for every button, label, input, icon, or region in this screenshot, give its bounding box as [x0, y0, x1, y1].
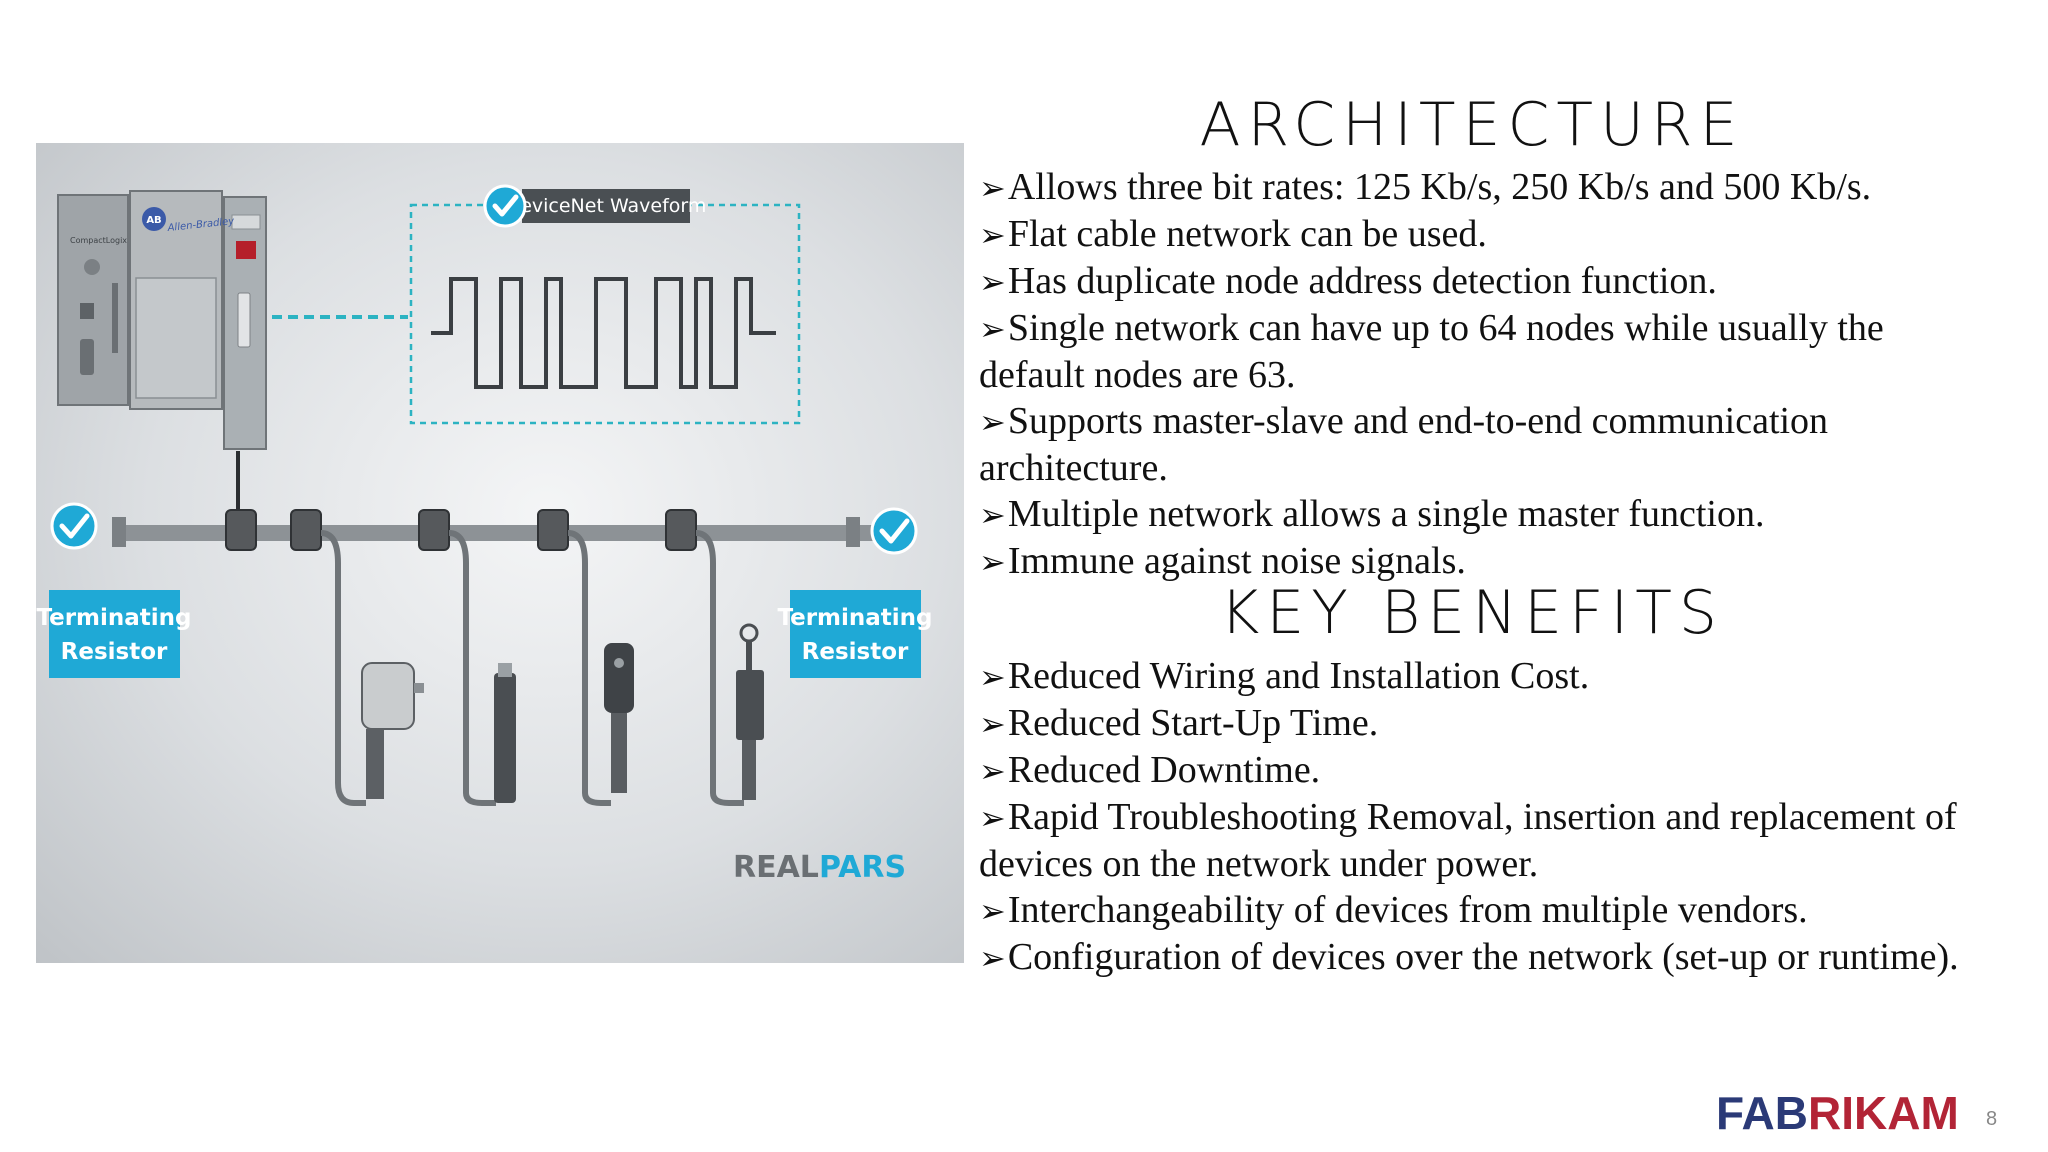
key-benefits-bullet-text: Reduced Downtime.	[1007, 749, 1321, 791]
arrow-bullet-icon: ➢	[979, 310, 1006, 348]
architecture-bullet-list: ➢Allows three bit rates: 125 Kb/s, 250 K…	[979, 164, 1959, 585]
waveform-label: DeviceNet Waveform	[506, 195, 707, 217]
arrow-bullet-icon: ➢	[979, 216, 1006, 254]
key-benefits-bullet-list: ➢Reduced Wiring and Installation Cost.➢R…	[979, 653, 1959, 981]
watermark-part-b: PARS	[819, 850, 906, 885]
key-benefits-bullet-text: Reduced Wiring and Installation Cost.	[1007, 655, 1590, 697]
key-benefits-bullet-text: Reduced Start-Up Time.	[1007, 702, 1379, 744]
plc-badge-text: AB	[146, 215, 161, 226]
trunk-end-right	[846, 517, 860, 547]
terminator-left-line1: Terminating	[36, 605, 191, 631]
key-benefits-bullet-item: ➢Interchangeability of devices from mult…	[979, 887, 1959, 934]
key-benefits-bullet-item: ➢Reduced Start-Up Time.	[979, 700, 1959, 747]
architecture-bullet-text: Immune against noise signals.	[1007, 540, 1466, 582]
waveform-panel: DeviceNet Waveform	[409, 184, 801, 425]
arrow-bullet-icon: ➢	[979, 799, 1006, 837]
arrow-bullet-icon: ➢	[979, 752, 1006, 790]
terminating-resistor-right: Terminating Resistor	[777, 507, 933, 678]
page-number: 8	[1986, 1108, 1998, 1130]
architecture-bullet-text: Multiple network allows a single master …	[1007, 493, 1765, 535]
architecture-bullet-text: Flat cable network can be used.	[1007, 213, 1487, 255]
arrow-bullet-icon: ➢	[979, 496, 1006, 534]
architecture-bullet-item: ➢Single network can have up to 64 nodes …	[979, 305, 1959, 398]
plc-controller: AB Allen-Bradley CompactLogix	[57, 190, 267, 450]
arrow-bullet-icon: ➢	[979, 169, 1006, 207]
devicenet-diagram-svg: AB Allen-Bradley CompactLogix DeviceNet …	[36, 184, 933, 885]
limit-switch-device	[736, 623, 764, 800]
check-icon	[870, 507, 918, 555]
fabrikam-logo: FABRIKAM	[1716, 1086, 1959, 1140]
key-benefits-bullet-text: Interchangeability of devices from multi…	[1007, 889, 1808, 931]
key-benefits-bullet-item: ➢Reduced Wiring and Installation Cost.	[979, 653, 1959, 700]
architecture-bullet-text: Allows three bit rates: 125 Kb/s, 250 Kb…	[1007, 166, 1872, 208]
trunk-end-left	[112, 517, 126, 547]
waveform-label-box	[522, 189, 690, 223]
key-benefits-bullet-item: ➢Configuration of devices over the netwo…	[979, 934, 1959, 981]
rotary-encoder-device	[361, 662, 424, 799]
logo-part-2: RIKAM	[1808, 1087, 1959, 1139]
architecture-heading: ARCHITECTURE	[1199, 90, 1745, 160]
plc-model-text: CompactLogix	[70, 236, 127, 245]
key-benefits-bullet-item: ➢Rapid Troubleshooting Removal, insertio…	[979, 794, 1959, 887]
devicenet-waveform	[431, 277, 776, 389]
architecture-bullet-item: ➢Flat cable network can be used.	[979, 211, 1959, 258]
key-benefits-heading: KEY BENEFITS	[1220, 578, 1724, 648]
photoelectric-sensor-device	[604, 643, 634, 793]
architecture-bullet-item: ➢Supports master-slave and end-to-end co…	[979, 398, 1959, 491]
tap-connectors	[225, 509, 697, 551]
arrow-bullet-icon: ➢	[979, 705, 1006, 743]
key-benefits-bullet-text: Rapid Troubleshooting Removal, insertion…	[979, 796, 1957, 885]
arrow-bullet-icon: ➢	[979, 939, 1006, 977]
architecture-bullet-text: Single network can have up to 64 nodes w…	[979, 307, 1884, 396]
check-icon	[483, 184, 527, 228]
architecture-bullet-text: Has duplicate node address detection fun…	[1007, 260, 1717, 302]
architecture-bullet-item: ➢Multiple network allows a single master…	[979, 491, 1959, 538]
terminating-resistor-left: Terminating Resistor	[36, 502, 192, 678]
arrow-bullet-icon: ➢	[979, 403, 1006, 441]
arrow-bullet-icon: ➢	[979, 543, 1006, 581]
arrow-bullet-icon: ➢	[979, 263, 1006, 301]
device-drop-cables	[320, 530, 744, 806]
key-benefits-bullet-text: Configuration of devices over the networ…	[1007, 936, 1959, 978]
terminator-right-line2: Resistor	[802, 639, 909, 665]
check-icon	[50, 502, 98, 550]
arrow-bullet-icon: ➢	[979, 658, 1006, 696]
devicenet-diagram-image: AB Allen-Bradley CompactLogix DeviceNet …	[36, 143, 964, 963]
architecture-bullet-item: ➢Has duplicate node address detection fu…	[979, 258, 1959, 305]
key-benefits-bullet-item: ➢Reduced Downtime.	[979, 747, 1959, 794]
terminator-right-line1: Terminating	[777, 605, 932, 631]
architecture-bullet-item: ➢Allows three bit rates: 125 Kb/s, 250 K…	[979, 164, 1959, 211]
logo-part-1: FAB	[1716, 1087, 1808, 1139]
ab-logo-icon	[142, 207, 166, 231]
architecture-bullet-item: ➢Immune against noise signals.	[979, 538, 1959, 585]
proximity-sensor-device	[494, 663, 516, 803]
architecture-bullet-text: Supports master-slave and end-to-end com…	[979, 400, 1829, 489]
terminator-left-line2: Resistor	[61, 639, 168, 665]
realpars-watermark: REALPARS	[733, 850, 906, 885]
watermark-part-a: REAL	[733, 850, 819, 885]
arrow-bullet-icon: ➢	[979, 892, 1006, 930]
